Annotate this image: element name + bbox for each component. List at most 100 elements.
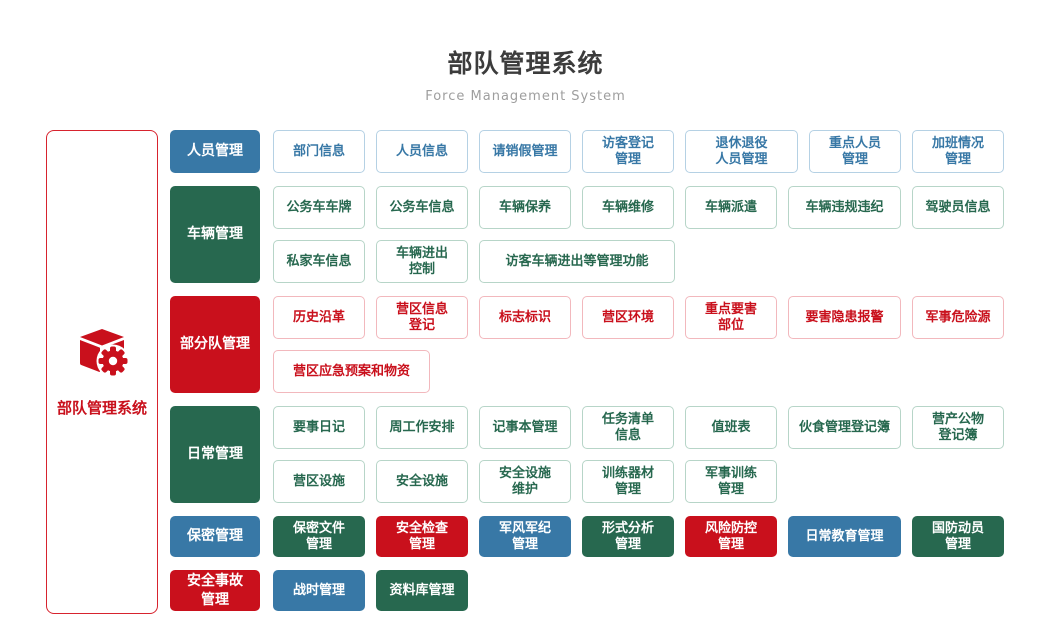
module-line: 保密文件管理安全检查管理军风军纪管理形式分析管理风险防控管理日常教育管理国防动员… — [273, 516, 1004, 557]
module-label: 营区应急预案和物资 — [292, 363, 410, 379]
module-line: 历史沿革营区信息登记标志标识营区环境重点要害部位要害隐患报警军事危险源 — [273, 296, 1004, 339]
module-label: 维护 — [511, 481, 538, 497]
module-label: 管理 — [305, 536, 332, 552]
module-label: 伙食管理登记簿 — [798, 419, 890, 435]
module-node: 人员信息 — [376, 130, 468, 173]
module-label: 管理 — [408, 536, 435, 552]
module-line: 营区设施安全设施安全设施维护训练器材管理军事训练管理 — [273, 460, 1004, 503]
module-label: 标志标识 — [498, 309, 551, 325]
module-label: 管理 — [614, 481, 641, 497]
module-label: 安全检查 — [395, 520, 448, 536]
module-label: 军事训练 — [704, 465, 757, 481]
page-title: 部队管理系统 — [447, 49, 604, 78]
module-label: 车辆维修 — [601, 199, 654, 215]
module-label: 访客车辆进出等管理功能 — [505, 253, 649, 269]
module-node: 驾驶员信息 — [912, 186, 1004, 229]
module-label: 人员信息 — [395, 143, 448, 159]
module-line: 营区应急预案和物资 — [273, 350, 1004, 393]
module-lines: 要事日记周工作安排记事本管理任务清单信息值班表伙食管理登记簿营产公物登记簿营区设… — [273, 406, 1004, 503]
module-node: 保密文件管理 — [273, 516, 365, 557]
module-node: 车辆违规违纪 — [788, 186, 901, 229]
module-label: 重点人员 — [828, 135, 881, 151]
module-node: 伙食管理登记簿 — [788, 406, 901, 449]
module-node: 公务车信息 — [376, 186, 468, 229]
category-label: 人员管理 — [187, 143, 243, 160]
page-subtitle: Force Management System — [425, 89, 626, 104]
category-row-unit: 部分队管理历史沿革营区信息登记标志标识营区环境重点要害部位要害隐患报警军事危险源… — [170, 296, 1004, 393]
category-node-daily: 日常管理 — [170, 406, 260, 503]
module-node: 访客车辆进出等管理功能 — [479, 240, 675, 283]
module-label: 资料库管理 — [389, 582, 455, 598]
category-label: 部分队管理 — [180, 336, 250, 353]
module-line: 公务车车牌公务车信息车辆保养车辆维修车辆派遣车辆违规违纪驾驶员信息 — [273, 186, 1004, 229]
module-node: 安全设施 — [376, 460, 468, 503]
module-label: 管理 — [717, 536, 744, 552]
module-label: 车辆违规违纪 — [805, 199, 884, 215]
module-label: 形式分析 — [601, 520, 654, 536]
category-node-vehicle: 车辆管理 — [170, 186, 260, 283]
module-node: 记事本管理 — [479, 406, 571, 449]
category-label: 安全事故 — [187, 573, 243, 590]
module-lines: 公务车车牌公务车信息车辆保养车辆维修车辆派遣车辆违规违纪驾驶员信息私家车信息车辆… — [273, 186, 1004, 283]
module-label: 营区信息 — [395, 301, 448, 317]
module-label: 驾驶员信息 — [925, 199, 991, 215]
cube-gear-icon — [73, 327, 131, 383]
module-label: 车辆进出 — [395, 245, 448, 261]
module-node: 私家车信息 — [273, 240, 365, 283]
module-node: 国防动员管理 — [912, 516, 1004, 557]
module-label: 公务车信息 — [389, 199, 455, 215]
category-row-daily: 日常管理要事日记周工作安排记事本管理任务清单信息值班表伙食管理登记簿营产公物登记… — [170, 406, 1004, 503]
module-label: 风险防控 — [704, 520, 757, 536]
module-node: 营区设施 — [273, 460, 365, 503]
module-label: 管理 — [511, 536, 538, 552]
module-label: 要害隐患报警 — [805, 309, 884, 325]
module-label: 营区设施 — [292, 473, 345, 489]
module-node: 营区信息登记 — [376, 296, 468, 339]
system-root-node: 部队管理系统 — [46, 130, 158, 614]
module-rows: 人员管理部门信息人员信息请销假管理访客登记管理退休退役人员管理重点人员管理加班情… — [170, 130, 1004, 614]
module-label: 人员管理 — [715, 151, 768, 167]
module-label: 部门信息 — [292, 143, 345, 159]
diagram-body: 部队管理系统 人员管理部门信息人员信息请销假管理访客登记管理退休退役人员管理重点… — [46, 130, 1051, 614]
module-node: 营区环境 — [582, 296, 674, 339]
module-line: 私家车信息车辆进出控制 访客车辆进出等管理功能 — [273, 240, 1004, 283]
module-label: 值班表 — [711, 419, 751, 435]
module-label: 营产公物 — [931, 411, 984, 427]
module-node: 车辆派遣 — [685, 186, 777, 229]
module-label: 历史沿革 — [292, 309, 345, 325]
module-label: 车辆派遣 — [704, 199, 757, 215]
category-label: 管理 — [201, 591, 229, 608]
module-label: 公务车车牌 — [286, 199, 352, 215]
module-node: 重点人员管理 — [809, 130, 901, 173]
module-label: 登记簿 — [938, 427, 978, 443]
module-label: 登记 — [408, 317, 435, 333]
module-node: 风险防控管理 — [685, 516, 777, 557]
module-label: 管理 — [614, 151, 641, 167]
module-node: 重点要害部位 — [685, 296, 777, 339]
category-label: 保密管理 — [187, 528, 243, 545]
module-node: 历史沿革 — [273, 296, 365, 339]
module-lines: 保密文件管理安全检查管理军风军纪管理形式分析管理风险防控管理日常教育管理国防动员… — [273, 516, 1004, 557]
module-label: 管理 — [944, 151, 971, 167]
module-label: 营区环境 — [601, 309, 654, 325]
module-node: 要害隐患报警 — [788, 296, 901, 339]
module-node: 战时管理 — [273, 570, 365, 611]
module-label: 重点要害 — [704, 301, 757, 317]
module-line: 部门信息人员信息请销假管理访客登记管理退休退役人员管理重点人员管理加班情况管理 — [273, 130, 1004, 173]
module-node: 车辆进出控制 — [376, 240, 468, 283]
category-label: 车辆管理 — [187, 226, 243, 243]
module-label: 任务清单 — [601, 411, 654, 427]
module-node: 军风军纪管理 — [479, 516, 571, 557]
module-lines: 部门信息人员信息请销假管理访客登记管理退休退役人员管理重点人员管理加班情况管理 — [273, 130, 1004, 173]
module-label: 军风军纪 — [498, 520, 551, 536]
module-node: 任务清单信息 — [582, 406, 674, 449]
module-label: 请销假管理 — [492, 143, 558, 159]
category-row-personnel: 人员管理部门信息人员信息请销假管理访客登记管理退休退役人员管理重点人员管理加班情… — [170, 130, 1004, 173]
module-node: 要事日记 — [273, 406, 365, 449]
module-node: 资料库管理 — [376, 570, 468, 611]
root-label: 部队管理系统 — [56, 398, 147, 417]
module-node: 标志标识 — [479, 296, 571, 339]
category-node-personnel: 人员管理 — [170, 130, 260, 173]
module-label: 战时管理 — [292, 582, 345, 598]
